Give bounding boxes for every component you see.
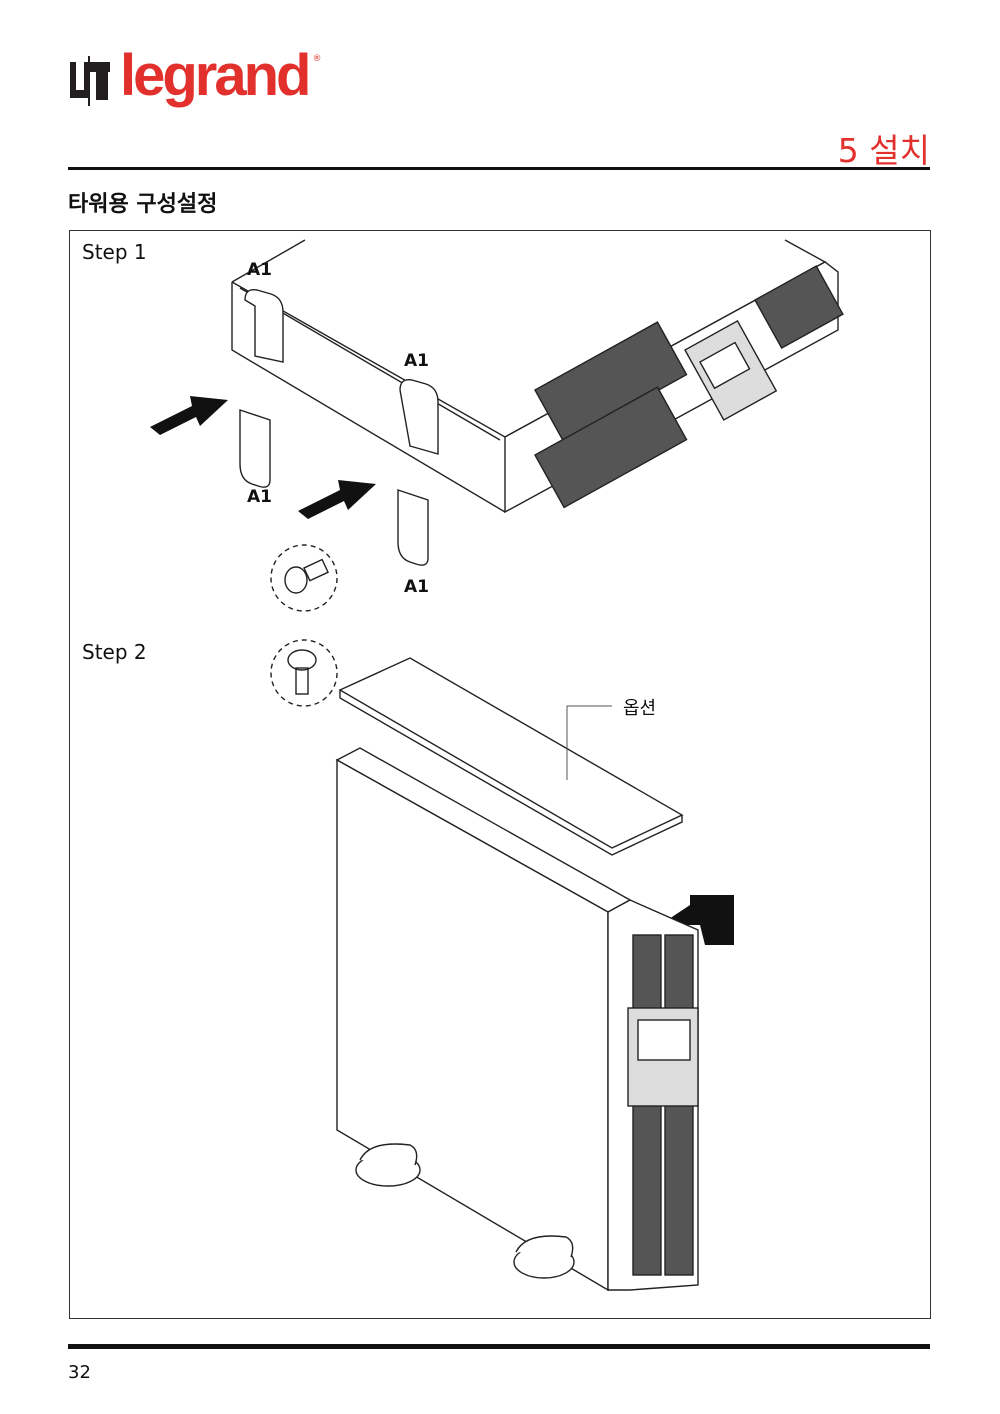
logo-wordmark: legrand	[120, 43, 311, 108]
bracket-label: A1	[247, 260, 272, 280]
step-1-label: Step 1	[82, 240, 147, 264]
section-title: 타워용 구성설정	[68, 192, 218, 217]
legrand-logo-mark	[70, 56, 110, 106]
option-top-panel	[338, 657, 684, 856]
bracket-label: A1	[404, 351, 429, 371]
chapter-title: 5 설치	[837, 131, 930, 170]
bracket-label: A1	[247, 487, 272, 507]
mounting-bracket	[239, 289, 439, 566]
installation-figure	[69, 230, 931, 1319]
page-number: 32	[68, 1362, 91, 1383]
screw-icon	[270, 544, 338, 707]
insert-arrow	[150, 396, 734, 945]
screw-detail	[284, 558, 329, 695]
footer-divider	[68, 1344, 930, 1349]
option-leader-line	[566, 705, 612, 780]
bracket-label: A1	[404, 577, 429, 597]
option-label: 옵션	[623, 698, 657, 719]
registered-mark: ®	[312, 54, 322, 64]
rack-ups-unit	[231, 239, 844, 514]
header-divider	[68, 167, 930, 170]
legrand-logo	[68, 52, 118, 116]
logo-wordmark-group: legrand ®	[120, 44, 322, 108]
stand-foot	[355, 1143, 575, 1279]
step-2-label: Step 2	[82, 640, 147, 664]
